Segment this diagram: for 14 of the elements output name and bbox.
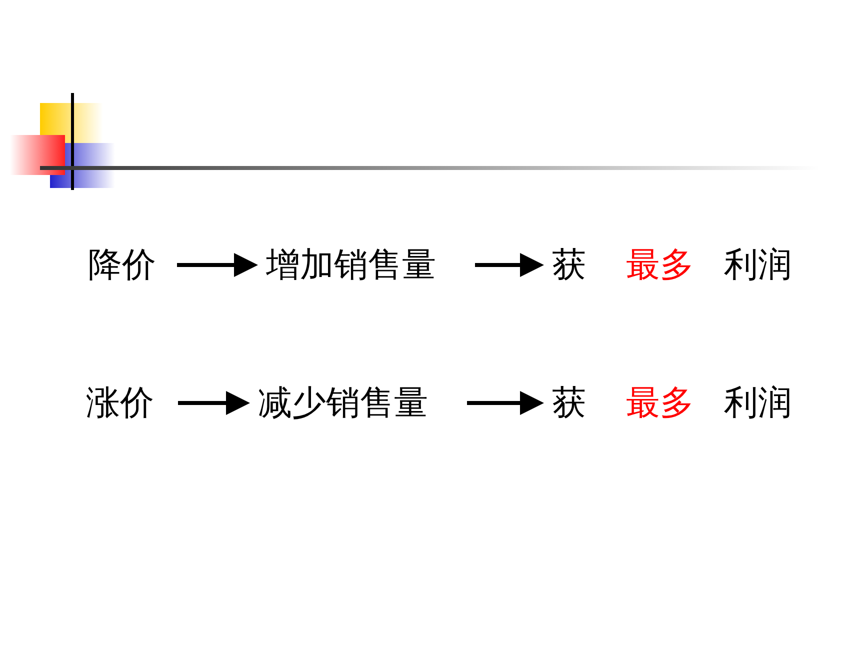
arrow [467, 391, 544, 415]
node-text: 最多 [626, 244, 694, 287]
arrow [475, 253, 544, 277]
node-text: 获 [552, 244, 586, 287]
node-text: 最多 [626, 382, 694, 425]
node-text: 降价 [88, 243, 163, 287]
node-text: 利润 [724, 382, 792, 425]
arrow [177, 253, 258, 277]
node-text: 涨价 [86, 381, 164, 425]
node-text: 增加销售量 [266, 243, 461, 287]
node-text: 利润 [724, 244, 792, 287]
node-text: 获 [552, 382, 586, 425]
node-text: 减少销售量 [258, 381, 453, 425]
arrow [178, 391, 250, 415]
